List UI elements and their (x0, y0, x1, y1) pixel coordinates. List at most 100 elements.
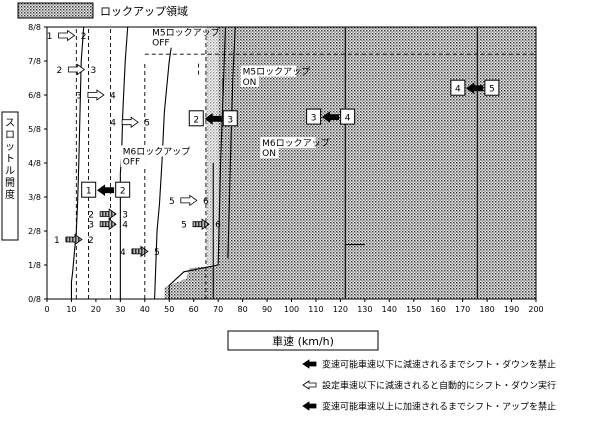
gear-box-to (115, 181, 131, 198)
y-axis-label: スロットル開度 (5, 118, 15, 201)
annotation-label: OFF (152, 39, 169, 49)
y-axis-label-char: ッ (5, 142, 15, 153)
annotation-label: ON (262, 149, 276, 159)
gear-to-label: 3 (122, 211, 128, 221)
gear-to-label: 5 (154, 248, 160, 258)
gear-from-label: 1 (47, 32, 53, 42)
annotation-label: M5ロックアップ (152, 28, 220, 39)
y-tick-label: 4/8 (28, 159, 41, 168)
arrow-right-icon (192, 218, 210, 230)
x-tick-label: 90 (262, 305, 272, 314)
gear-to-label: 5 (144, 119, 150, 129)
x-axis-label: 車速 (km/h) (272, 334, 334, 348)
x-tick-label: 100 (284, 305, 299, 314)
annotation-bg (150, 26, 206, 38)
gear-box-to (222, 110, 238, 127)
gear-from-label: 1 (54, 236, 60, 246)
annotation-label: OFF (123, 158, 140, 168)
y-axis-label-char: 開 (5, 177, 15, 189)
arrow-left-icon (302, 401, 317, 411)
arrow-right-icon (99, 218, 117, 230)
gear-to-label: 4 (345, 114, 351, 124)
legend-label: 設定車速以下に減速されると自動的にシフト・ダウン実行 (322, 380, 556, 392)
annotation-label: M6ロックアップ (262, 138, 330, 149)
gear-from-label: 2 (88, 211, 94, 221)
y-tick-label: 2/8 (28, 227, 41, 236)
gear-box-to (340, 108, 356, 125)
x-tick-label: 120 (333, 305, 348, 314)
x-tick-label: 200 (528, 305, 543, 314)
x-tick-label: 40 (140, 305, 150, 314)
gear-to-label: 6 (203, 197, 209, 207)
gear-box-from (306, 108, 322, 125)
gear-to-label: 3 (227, 115, 233, 125)
gear-to-label: 2 (120, 187, 126, 197)
annotation-bg (120, 155, 146, 167)
gear-from-label: 5 (181, 221, 187, 231)
top-legend: ロックアップ領域 (17, 2, 188, 19)
arrow-right-icon (87, 89, 105, 101)
y-axis-label-char: ロ (5, 130, 15, 141)
y-axis-title: スロットル開度 (1, 111, 19, 241)
legend-item: 変速可能車速以下に減速されるまでシフト・ダウンを禁止 (302, 359, 556, 371)
curve-boundary-low (168, 264, 219, 299)
arrow-right-icon (58, 29, 76, 42)
curve-1-2-up (70, 26, 85, 299)
arrow-left-icon (302, 359, 317, 369)
legend-label: 変速可能車速以下に減速されるまでシフト・ダウンを禁止 (322, 359, 556, 371)
gear-to-label: 6 (215, 221, 221, 231)
arrow-right-icon (180, 194, 198, 207)
gear-box-from (81, 181, 97, 198)
gear-to-label: 5 (489, 85, 495, 95)
arrow-right-icon (65, 233, 83, 246)
y-tick-label: 1/8 (28, 261, 41, 270)
lockup-edge-strip (205, 27, 219, 265)
arrow-left-icon (466, 82, 484, 94)
y-tick-label: 7/8 (28, 57, 41, 66)
arrow-right-icon (121, 116, 139, 128)
x-tick-label: 160 (431, 305, 446, 314)
x-tick-label: 130 (357, 305, 372, 314)
annotation-label: M6ロックアップ (123, 147, 191, 158)
x-tick-label: 50 (164, 305, 174, 314)
gear-from-label: 3 (311, 114, 317, 124)
plot-area: M5ロックアップOFFM5ロックアップONM6ロックアップONM6ロックアップO… (47, 26, 537, 300)
annotation-bg (150, 36, 175, 48)
annotation-label: ON (243, 78, 257, 88)
gear-from-label: 3 (76, 92, 82, 102)
annotation-bg (120, 145, 177, 157)
annotation-bg (260, 147, 279, 159)
arrow-right-icon (131, 245, 149, 258)
y-tick-label: 6/8 (28, 91, 41, 100)
x-tick-label: 20 (91, 305, 101, 314)
arrow-right-icon (67, 63, 86, 76)
arrow-left-icon (204, 113, 222, 125)
x-tick-label: 80 (238, 305, 248, 314)
y-axis-label-char: ト (5, 154, 15, 165)
gear-box-to (484, 79, 500, 96)
annotation-bg (240, 65, 297, 77)
gear-from-label: 4 (110, 119, 116, 129)
x-tick-label: 30 (115, 305, 125, 314)
gear-from-label: 4 (120, 248, 126, 258)
arrow-left-icon (321, 111, 340, 123)
gear-to-label: 2 (88, 236, 94, 246)
gear-from-label: 4 (455, 85, 461, 95)
curve-4-5-up (217, 26, 227, 266)
bottom-legend: 変速可能車速以下に減速されるまでシフト・ダウンを禁止設定車速以下に減速されると自… (302, 359, 556, 413)
x-tick-label: 110 (308, 305, 323, 314)
